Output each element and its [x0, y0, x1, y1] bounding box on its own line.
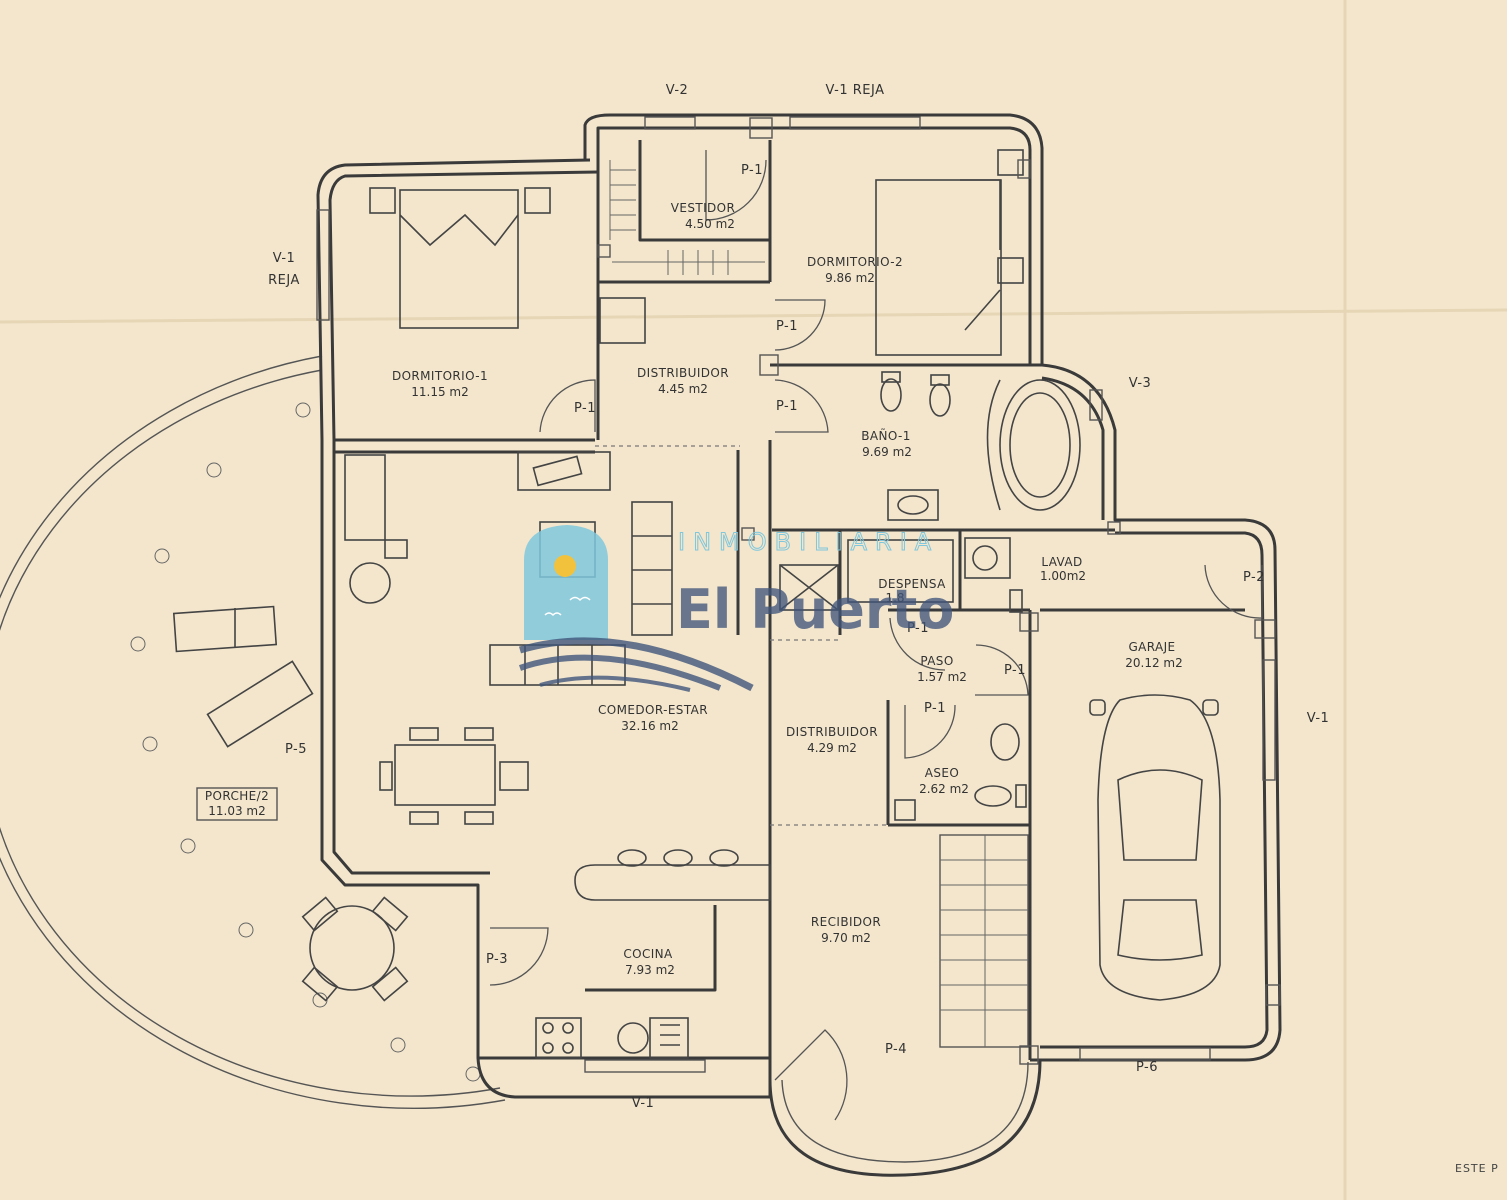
room-area-despensa: 1.8 — [885, 591, 904, 605]
room-name-comedor-estar: COMEDOR-ESTAR — [598, 703, 708, 717]
code-p-2: P-2 — [1243, 570, 1265, 585]
code-p-5: P-5 — [285, 742, 307, 757]
room-name-distribuidor-top: DISTRIBUIDOR — [637, 366, 729, 380]
staircase — [939, 834, 1029, 1048]
window-markers — [316, 116, 1276, 1073]
code-v-2: V-2 — [666, 83, 689, 98]
room-name-lavad: LAVAD — [1041, 555, 1082, 569]
code-p-1-dist-left: P-1 — [574, 401, 596, 416]
bed-dormitorio-2 — [599, 149, 1024, 356]
room-name-paso: PASO — [920, 654, 953, 668]
entrance-bay — [768, 1059, 1042, 1177]
room-name-porche: PORCHE/2 — [205, 789, 269, 803]
room-area-recibidor: 9.70 m2 — [821, 931, 871, 945]
room-area-distribuidor-top: 4.45 m2 — [658, 382, 708, 396]
code-p-4: P-4 — [885, 1042, 907, 1057]
porch-furniture — [172, 605, 409, 1002]
room-name-dormitorio-2: DORMITORIO-2 — [807, 255, 903, 269]
code-p-3: P-3 — [486, 952, 508, 967]
room-name-recibidor: RECIBIDOR — [811, 915, 881, 929]
code-p-1-paso-right: P-1 — [1004, 663, 1026, 678]
door-swings — [489, 150, 1263, 1121]
code-p-1-paso-left: P-1 — [924, 701, 946, 716]
code-reja-left: REJA — [268, 273, 300, 288]
room-area-dormitorio-1: 11.15 m2 — [411, 385, 469, 399]
code-p-6: P-6 — [1136, 1060, 1158, 1075]
room-name-aseo: ASEO — [925, 766, 959, 780]
room-area-bano-1: 9.69 m2 — [862, 445, 912, 459]
room-area-dormitorio-2: 9.86 m2 — [825, 271, 875, 285]
corner-note: ESTE P — [1455, 1162, 1499, 1175]
code-p-1-despensa: P-1 — [907, 621, 929, 636]
code-v-3: V-3 — [1129, 376, 1152, 391]
room-area-porche: 11.03 m2 — [208, 804, 266, 818]
room-labels: VESTIDOR 4.50 m2 DORMITORIO-2 9.86 m2 DO… — [205, 201, 1183, 977]
living-dining-furniture — [344, 451, 771, 901]
columns — [597, 117, 1281, 1065]
aseo-fixtures — [894, 589, 1027, 821]
room-name-dormitorio-1: DORMITORIO-1 — [392, 369, 488, 383]
utility-fixtures — [779, 537, 1011, 611]
room-area-cocina: 7.93 m2 — [625, 963, 675, 977]
code-p-1-dist-right: P-1 — [776, 399, 798, 414]
wardrobe-shelves — [609, 160, 765, 275]
room-name-bano-1: BAÑO-1 — [861, 428, 911, 443]
interior-walls — [334, 140, 1245, 1080]
room-area-paso: 1.57 m2 — [917, 670, 967, 684]
code-p-1-dist-top: P-1 — [776, 319, 798, 334]
room-name-vestidor: VESTIDOR — [671, 201, 736, 215]
code-v-1-left: V-1 — [273, 251, 296, 266]
room-area-aseo: 2.62 m2 — [919, 782, 969, 796]
room-name-cocina: COCINA — [623, 947, 673, 961]
porch-arc — [0, 355, 506, 1109]
watermark-line2: El Puerto — [676, 578, 954, 641]
bathroom-fixtures — [880, 371, 1081, 521]
code-p-1-vestidor: P-1 — [741, 163, 763, 178]
kitchen-fixtures — [535, 1017, 689, 1059]
code-v-1-right: V-1 — [1307, 711, 1330, 726]
room-area-lavad: 1.00m2 — [1040, 569, 1086, 583]
watermark: INMOBILIARIA El Puerto — [518, 525, 954, 692]
room-area-distribuidor-mid: 4.29 m2 — [807, 741, 857, 755]
room-area-vestidor: 4.50 m2 — [685, 217, 735, 231]
room-name-distribuidor-mid: DISTRIBUIDOR — [786, 725, 878, 739]
watermark-logo-icon — [518, 525, 754, 692]
room-area-comedor-estar: 32.16 m2 — [621, 719, 679, 733]
watermark-line1: INMOBILIARIA — [678, 528, 939, 556]
element-codes: V-2 V-1 REJA V-1 REJA V-3 V-1 V-1 P-1 P-… — [268, 83, 1329, 1111]
bed-dormitorio-1 — [369, 187, 551, 329]
room-name-despensa: DESPENSA — [878, 577, 946, 591]
room-name-garaje: GARAJE — [1128, 640, 1175, 654]
code-v-1-reja-top: V-1 REJA — [826, 83, 885, 98]
car-garage — [1089, 694, 1221, 1001]
code-v-1-bottom: V-1 — [632, 1096, 655, 1111]
room-area-garaje: 20.12 m2 — [1125, 656, 1183, 670]
